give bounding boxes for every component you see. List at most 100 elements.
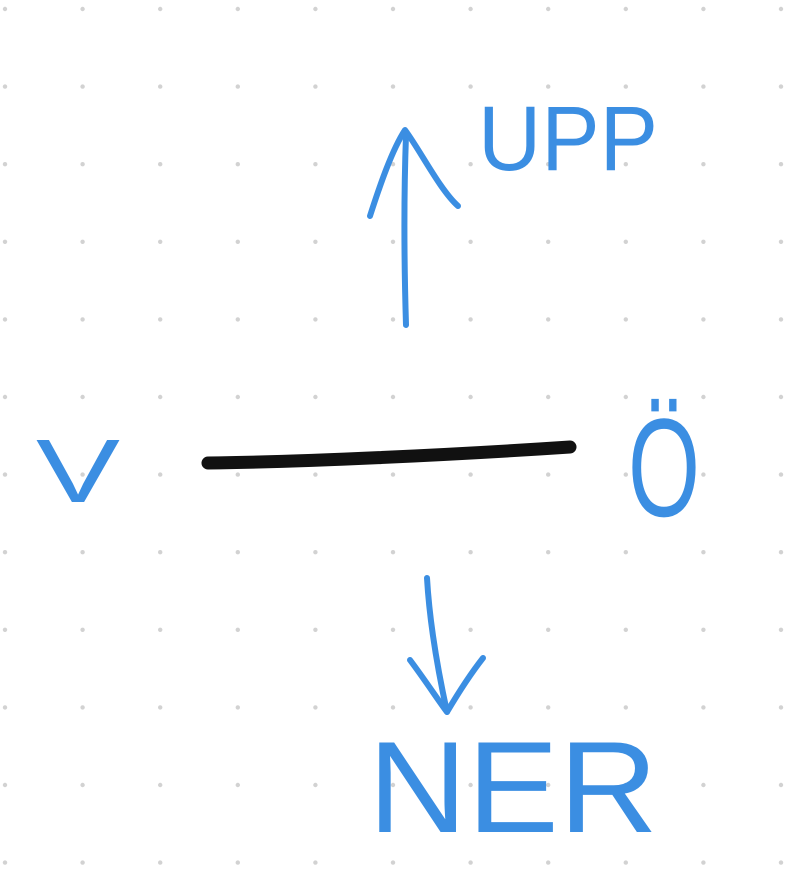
grid-dot xyxy=(623,705,628,710)
grid-dot xyxy=(2,84,8,89)
grid-dot xyxy=(468,162,473,167)
grid-dot xyxy=(468,6,473,12)
grid-dot xyxy=(701,705,706,710)
grid-dot xyxy=(2,550,8,555)
grid-dot xyxy=(313,162,318,167)
grid-dot xyxy=(546,239,551,244)
grid-dot xyxy=(468,394,473,400)
grid-dot xyxy=(158,627,163,632)
grid-dot xyxy=(778,860,784,865)
grid-dot xyxy=(80,860,85,865)
grid-dot xyxy=(158,550,163,555)
grid-dot xyxy=(623,317,628,322)
grid-dot xyxy=(390,627,396,632)
grid-dot xyxy=(468,860,473,865)
grid-dot xyxy=(313,84,318,89)
grid-dot xyxy=(701,394,706,400)
grid-dot xyxy=(235,239,240,244)
grid-dot xyxy=(778,317,784,322)
grid-dot xyxy=(390,705,396,710)
grid-dot xyxy=(778,705,784,710)
grid-dot xyxy=(468,84,473,89)
grid-dot xyxy=(390,6,396,12)
grid-dot xyxy=(701,239,706,244)
grid-dot xyxy=(623,6,628,12)
grid-dot xyxy=(468,782,473,788)
grid-dot xyxy=(546,782,551,788)
grid-dot xyxy=(623,627,628,632)
grid-dot xyxy=(390,394,396,400)
grid-dot xyxy=(623,472,628,477)
grid-dot xyxy=(390,860,396,865)
grid-dot xyxy=(235,860,240,865)
grid-dot xyxy=(313,782,318,788)
grid-dot xyxy=(235,394,240,400)
grid-dot xyxy=(390,239,396,244)
grid-dot xyxy=(158,317,163,322)
grid-dot xyxy=(80,239,85,244)
grid-dot xyxy=(158,860,163,865)
grid-dot xyxy=(235,627,240,632)
grid-dot xyxy=(235,6,240,12)
grid-dot xyxy=(313,860,318,865)
grid-dot xyxy=(390,317,396,322)
grid-dot xyxy=(390,782,396,788)
label-left: V xyxy=(36,422,120,522)
grid-dot xyxy=(2,394,8,400)
grid-dot xyxy=(2,317,8,322)
grid-dot xyxy=(2,6,8,12)
grid-dot xyxy=(313,472,318,477)
grid-dot xyxy=(701,860,706,865)
grid-dot xyxy=(546,705,551,710)
grid-dot xyxy=(468,627,473,632)
grid-dot xyxy=(235,705,240,710)
grid-dot xyxy=(80,782,85,788)
grid-dot xyxy=(546,472,551,477)
grid-dot xyxy=(778,782,784,788)
grid-dot xyxy=(2,239,8,244)
grid-dot xyxy=(158,394,163,400)
grid-dot xyxy=(701,472,706,477)
grid-dot xyxy=(2,782,8,788)
grid-dot xyxy=(313,705,318,710)
grid-dot xyxy=(313,627,318,632)
grid-dot xyxy=(546,550,551,555)
grid-dot xyxy=(546,860,551,865)
grid-dot xyxy=(2,472,8,477)
grid-dot xyxy=(468,317,473,322)
grid-dot xyxy=(158,6,163,12)
grid-dot xyxy=(313,6,318,12)
grid-dot xyxy=(158,84,163,89)
grid-dot xyxy=(313,317,318,322)
up-arrow xyxy=(367,127,461,328)
grid-dot xyxy=(778,239,784,244)
grid-dot xyxy=(546,162,551,167)
grid-dot xyxy=(546,317,551,322)
grid-dot xyxy=(390,84,396,89)
grid-dot xyxy=(778,84,784,89)
grid-dot xyxy=(701,550,706,555)
grid-dot xyxy=(235,162,240,167)
grid-dot xyxy=(701,84,706,89)
grid-dot xyxy=(158,705,163,710)
grid-dot xyxy=(235,317,240,322)
grid-dot xyxy=(158,472,163,477)
label-right: Ö xyxy=(628,389,700,546)
grid-dot xyxy=(158,162,163,167)
grid-dot xyxy=(235,782,240,788)
grid-dot xyxy=(623,394,628,400)
grid-dot xyxy=(778,6,784,12)
grid-dot xyxy=(546,394,551,400)
grid-dot xyxy=(623,84,628,89)
grid-dot xyxy=(546,6,551,12)
grid-dot xyxy=(701,317,706,322)
grid-dot xyxy=(390,472,396,477)
label-down: NER xyxy=(368,714,658,860)
down-arrow xyxy=(407,575,486,715)
grid-dot xyxy=(468,705,473,710)
grid-dot xyxy=(468,550,473,555)
dot-grid xyxy=(2,6,784,865)
grid-dot xyxy=(390,550,396,555)
grid-dot xyxy=(313,239,318,244)
